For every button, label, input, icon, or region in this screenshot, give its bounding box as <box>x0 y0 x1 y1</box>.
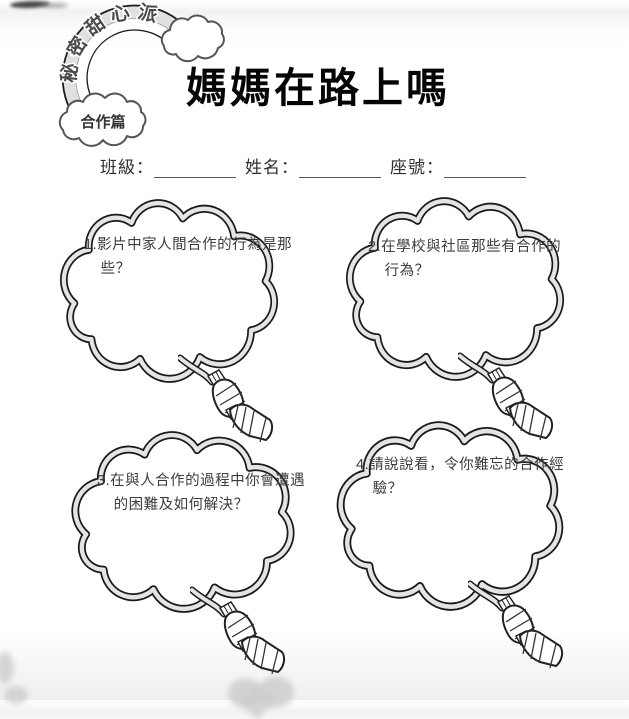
tassel-icon <box>190 586 286 675</box>
class-field: 班級： <box>100 153 236 178</box>
rainbow-logo: 秘密甜心派 合作篇 <box>55 0 240 152</box>
tassel-icon <box>178 354 274 443</box>
cloud-bubble-icon <box>71 431 295 613</box>
seat-field: 座號： <box>390 153 526 178</box>
badge-cloud-icon <box>58 92 147 147</box>
question-bubble-4: 4.請說說看，令你難忘的合作經驗？ <box>318 418 584 612</box>
name-blank-line <box>299 158 381 178</box>
page-title: 媽媽在路上嗎 <box>186 65 450 111</box>
seat-blank-line <box>444 158 526 178</box>
seat-label: 座號： <box>390 158 444 177</box>
question-text-3: 3.在與人合作的過程中你會遭遇的困難及如何解決？ <box>97 473 306 513</box>
tassel-icon <box>458 352 554 441</box>
name-label: 姓名： <box>245 158 299 177</box>
class-blank-line <box>154 158 236 178</box>
question-text-4: 4.請說說看，令你難忘的合作經驗？ <box>356 457 565 497</box>
shadow-blob <box>4 686 28 704</box>
logo-arc-text: 秘密甜心派 <box>55 0 161 85</box>
svg-text:秘密甜心派: 秘密甜心派 <box>57 1 166 84</box>
question-bubble-1: 1.影片中家人間合作的行為是那些？ <box>42 196 298 384</box>
student-info-row: 班級： 姓名： 座號： <box>100 153 580 178</box>
question-text-2: 2.在學校與社區那些有合作的行為？ <box>368 239 562 279</box>
logo-badge-label: 合作篇 <box>79 113 125 131</box>
shadow-blob <box>0 652 14 684</box>
class-label: 班級： <box>100 158 154 177</box>
ink-smudge-tail <box>40 3 68 8</box>
cloud-bubble-icon <box>336 421 564 611</box>
question-bubble-2: 2.在學校與社區那些有合作的行為？ <box>328 194 584 382</box>
tassel-icon <box>468 580 564 669</box>
question-bubble-3: 3.在與人合作的過程中你會遭遇的困難及如何解決？ <box>53 428 315 614</box>
question-text-1: 1.影片中家人間合作的行為是那些？ <box>84 237 293 277</box>
cloud-bubble-icon <box>345 197 564 381</box>
rainbow-arc-icon: 秘密甜心派 合作篇 <box>55 0 225 147</box>
small-cloud-icon <box>160 14 225 63</box>
cloud-bubble-icon <box>59 199 278 383</box>
name-field: 姓名： <box>245 153 381 178</box>
